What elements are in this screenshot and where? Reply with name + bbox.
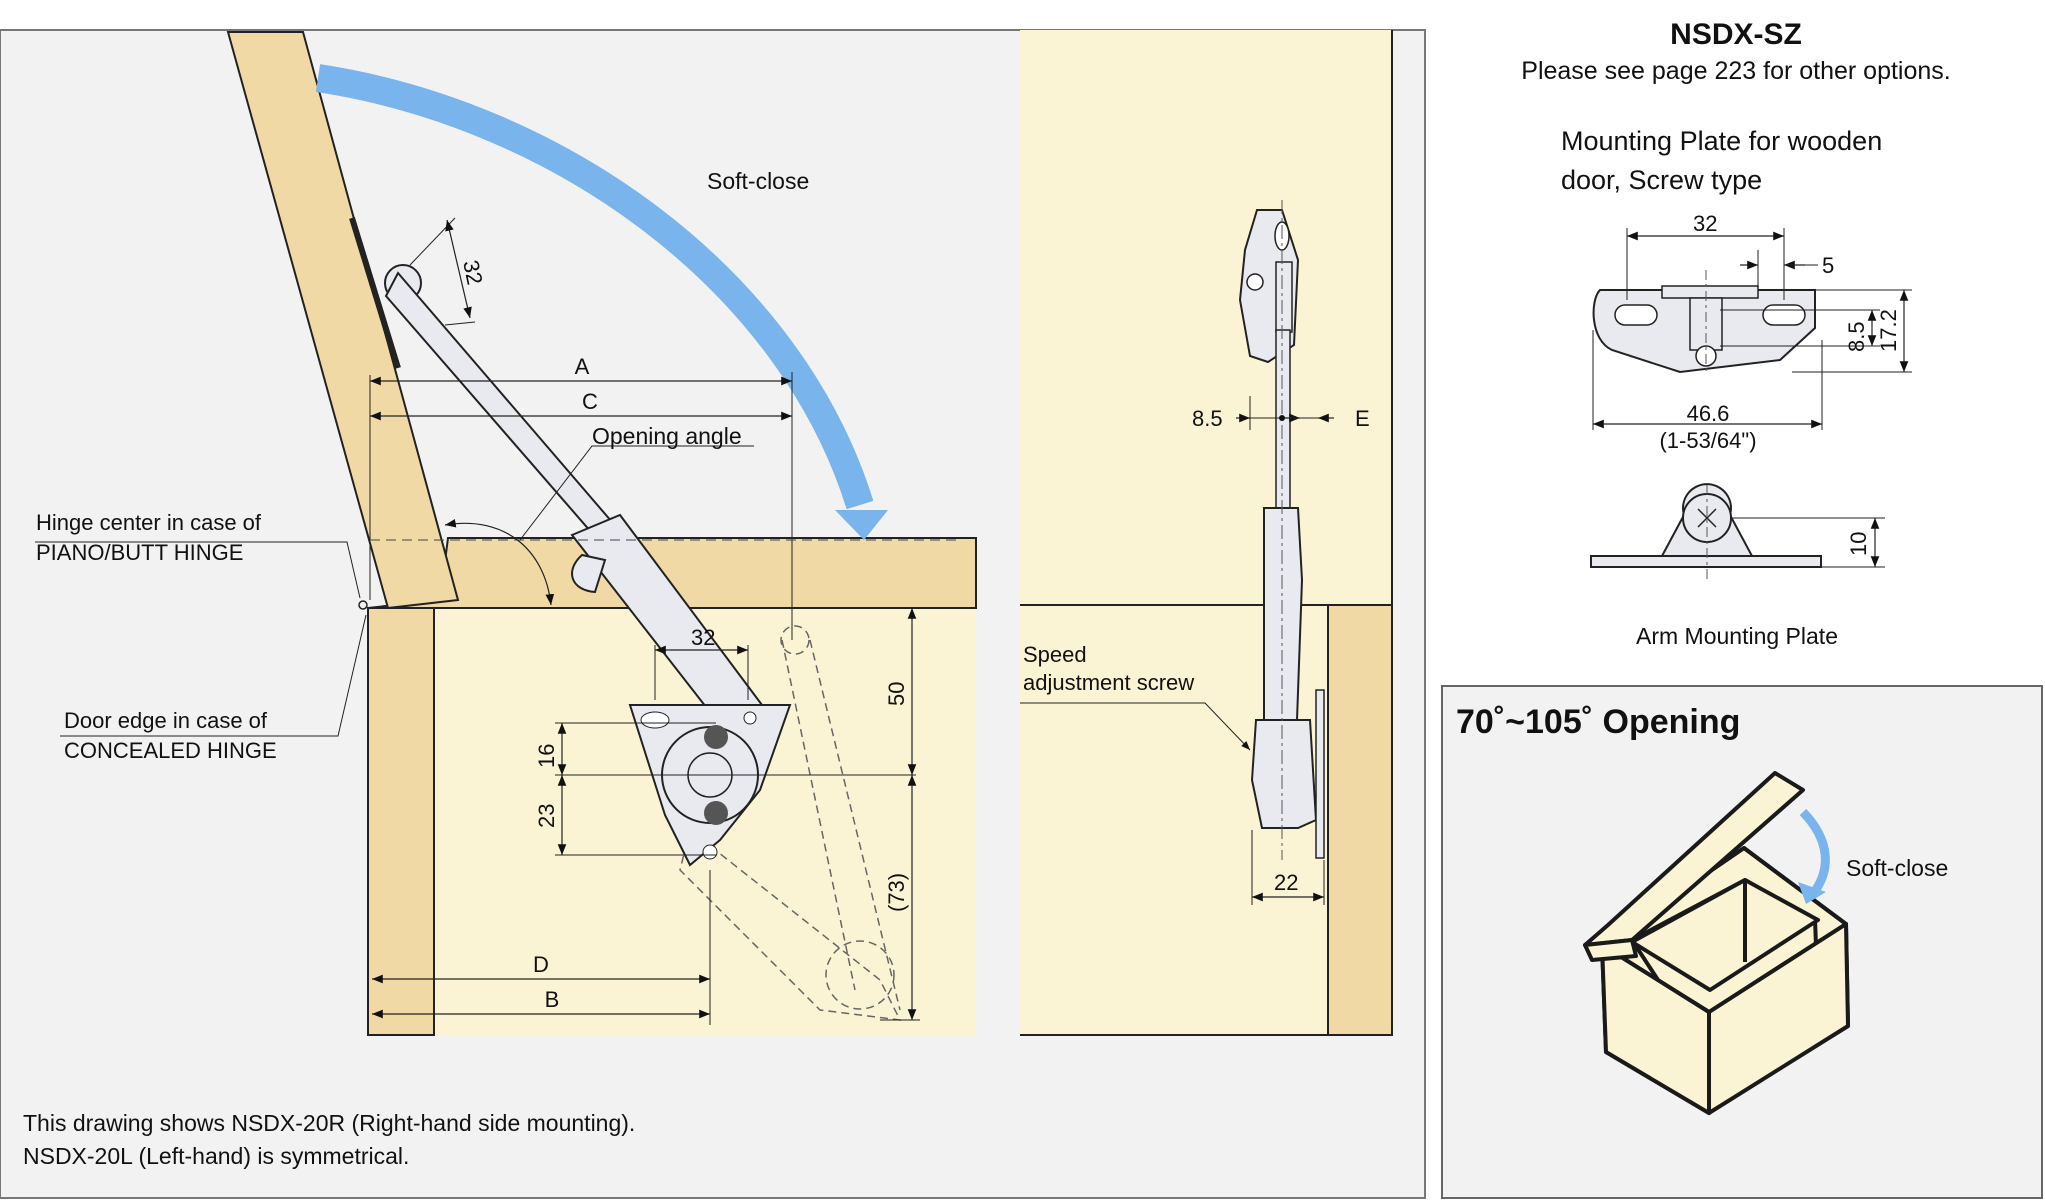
hinge-center-line2: PIANO/BUTT HINGE (36, 540, 243, 565)
door-edge-line2: CONCEALED HINGE (64, 738, 277, 763)
hinge-center-line1: Hinge center in case of (36, 510, 262, 535)
box-soft-close-arrow (1799, 808, 1830, 898)
closed-position-outline (679, 625, 902, 1021)
arm-plate-label: Arm Mounting Plate (1636, 623, 1838, 649)
opening-title: 70˚~105˚ Opening (1456, 703, 1740, 741)
plate-title-line2: door, Screw type (1561, 165, 1762, 195)
plate-dim-46-6: 46.6 (1687, 401, 1730, 426)
dim-32-top: 32 (458, 258, 488, 287)
side-dim-e: E (1355, 406, 1370, 431)
soft-close-arrowhead (835, 510, 888, 540)
main-panel: Soft-close 32 (0, 29, 1426, 1199)
dim-50: 50 (884, 682, 909, 706)
dim-a-label: A (575, 354, 590, 379)
lid-mounting-plate (349, 217, 401, 369)
dim-23: 23 (534, 804, 559, 828)
side-view: 8.5 E Speed adjustment screw 22 (1020, 200, 1393, 1036)
dim-b-label: B (545, 987, 560, 1012)
box-soft-close-label: Soft-close (1846, 855, 1948, 881)
side-view-cabinet-wall (1327, 604, 1393, 1036)
model-title: NSDX-SZ (1670, 18, 1802, 51)
dim-16: 16 (534, 744, 559, 768)
cabinet-side-panel (367, 607, 435, 1036)
plate-dim-inch: (1-53/64") (1659, 428, 1756, 453)
plate-dim-8-5: 8.5 (1844, 321, 1869, 352)
plate-dim-32: 32 (1693, 211, 1717, 236)
dim-c-label: C (582, 389, 598, 414)
side-view-arm-plate (1315, 689, 1325, 859)
door-edge-line1: Door edge in case of (64, 708, 268, 733)
side-dim-22: 22 (1274, 870, 1298, 895)
dim-73: (73) (884, 873, 909, 912)
right-column: NSDX-SZ Please see page 223 for other op… (1521, 18, 1950, 649)
lid-stay-mechanism (384, 264, 792, 867)
plate-dim-5: 5 (1822, 253, 1834, 278)
speed-label-line2: adjustment screw (1023, 670, 1194, 695)
plate-title-line1: Mounting Plate for wooden (1561, 126, 1882, 156)
note-line1: This drawing shows NSDX-20R (Right-hand … (23, 1110, 635, 1136)
soft-close-label: Soft-close (707, 168, 809, 194)
box-illustration (1583, 771, 1850, 1115)
soft-close-arrow (315, 64, 874, 510)
opening-angle-label: Opening angle (592, 423, 742, 449)
arm-plate-dim-10: 10 (1846, 532, 1871, 556)
speed-label-line1: Speed (1023, 642, 1087, 667)
dim-d-label: D (533, 952, 549, 977)
dim-32-mid: 32 (691, 625, 715, 650)
side-view-damper (1250, 719, 1318, 829)
arm-mounting-plate-drawing (1590, 483, 1822, 580)
see-page-note: Please see page 223 for other options. (1521, 57, 1950, 85)
opening-panel: 70˚~105˚ Opening Soft-close (1441, 685, 2043, 1199)
note-line2: NSDX-20L (Left-hand) is symmetrical. (23, 1143, 409, 1169)
plate-dim-17-2: 17.2 (1876, 309, 1901, 352)
side-view-arm-body (1263, 507, 1304, 721)
side-dim-8-5: 8.5 (1192, 406, 1223, 431)
hinge-center-point (358, 600, 368, 610)
